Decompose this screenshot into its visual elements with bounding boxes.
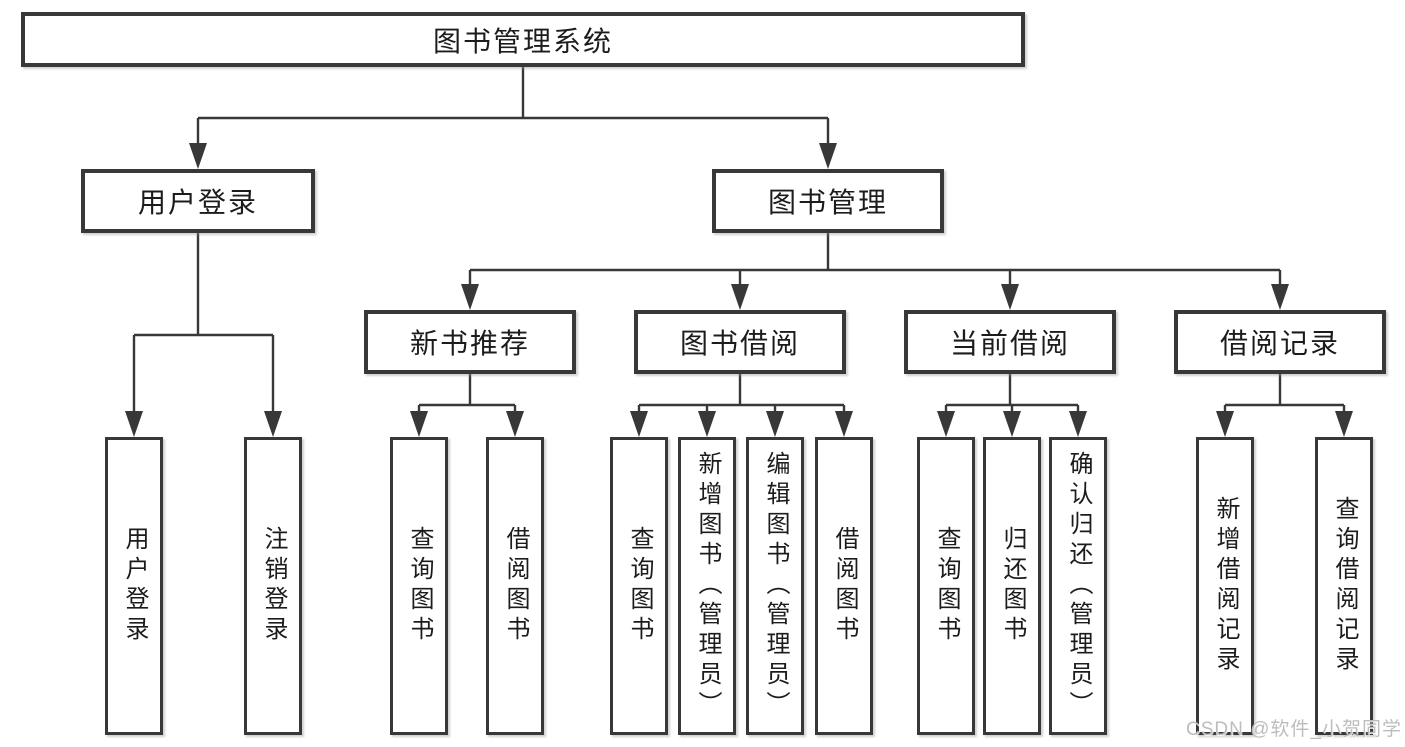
node-leaf-add-book-admin: 新增图书（管理员） bbox=[678, 437, 736, 735]
node-book-management: 图书管理 bbox=[712, 169, 944, 233]
node-user-login: 用户登录 bbox=[81, 169, 315, 233]
node-leaf-borrow-books: 借阅图书 bbox=[815, 437, 873, 735]
arrowhead-icon bbox=[125, 143, 1353, 437]
node-label: 注销登录 bbox=[260, 526, 287, 646]
node-leaf-query-books-recommend: 查询图书 bbox=[390, 437, 448, 735]
node-label: 借阅图书 bbox=[502, 526, 529, 646]
node-label: 借阅图书 bbox=[831, 526, 858, 646]
node-leaf-confirm-return-admin: 确认归还（管理员） bbox=[1049, 437, 1107, 735]
node-label: 查询借阅记录 bbox=[1331, 496, 1358, 676]
node-leaf-query-borrow-record: 查询借阅记录 bbox=[1315, 437, 1373, 735]
node-new-book-recommend: 新书推荐 bbox=[364, 310, 576, 374]
node-label: 查询图书 bbox=[406, 526, 433, 646]
node-label: 图书管理系统 bbox=[432, 25, 613, 57]
node-leaf-user-login: 用户登录 bbox=[105, 437, 163, 735]
node-label: 图书借阅 bbox=[679, 328, 800, 359]
node-leaf-return-books: 归还图书 bbox=[983, 437, 1041, 735]
node-label: 新增借阅记录 bbox=[1212, 496, 1239, 676]
node-label: 图书管理 bbox=[767, 187, 888, 218]
node-borrow-records: 借阅记录 bbox=[1174, 310, 1386, 374]
node-label: 确认归还（管理员） bbox=[1065, 451, 1092, 721]
node-label: 借阅记录 bbox=[1219, 328, 1340, 359]
node-leaf-edit-book-admin: 编辑图书（管理员） bbox=[746, 437, 804, 735]
node-leaf-query-books-current: 查询图书 bbox=[917, 437, 975, 735]
node-label: 查询图书 bbox=[626, 526, 653, 646]
csdn-watermark: CSDN @软件_小贺同学 bbox=[1186, 719, 1402, 740]
node-label: 归还图书 bbox=[999, 526, 1026, 646]
node-leaf-query-books-borrow: 查询图书 bbox=[610, 437, 668, 735]
node-library-system: 图书管理系统 bbox=[21, 12, 1025, 67]
node-book-borrow: 图书借阅 bbox=[634, 310, 846, 374]
node-current-borrow: 当前借阅 bbox=[904, 310, 1116, 374]
node-leaf-borrow-books-recommend: 借阅图书 bbox=[486, 437, 544, 735]
arrowheads bbox=[125, 143, 1353, 437]
node-label: 当前借阅 bbox=[949, 328, 1070, 359]
node-leaf-add-borrow-record: 新增借阅记录 bbox=[1196, 437, 1254, 735]
node-leaf-logout: 注销登录 bbox=[244, 437, 302, 735]
node-label: 用户登录 bbox=[137, 187, 258, 218]
node-label: 新书推荐 bbox=[409, 328, 530, 359]
node-label: 新增图书（管理员） bbox=[694, 451, 721, 721]
node-label: 用户登录 bbox=[121, 526, 148, 646]
node-label: 编辑图书（管理员） bbox=[762, 451, 789, 721]
node-label: 查询图书 bbox=[933, 526, 960, 646]
